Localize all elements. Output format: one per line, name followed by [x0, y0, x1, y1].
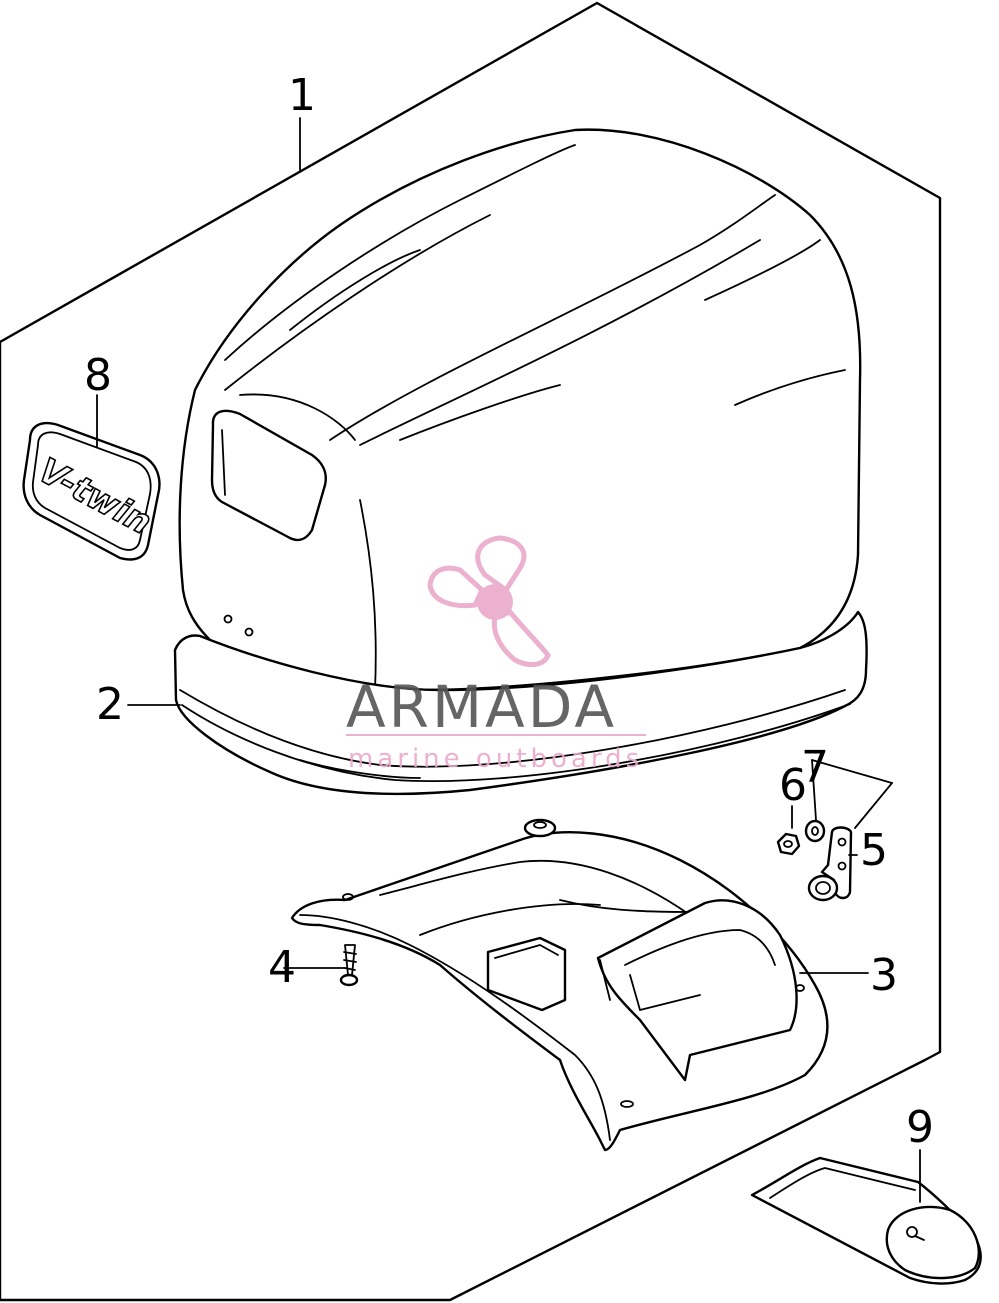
watermark-rule — [346, 734, 646, 736]
callout-3: 3 — [870, 950, 898, 1001]
part-9-decal — [750, 1156, 982, 1285]
watermark-title: ARMADA — [346, 673, 617, 741]
part-5-bracket — [807, 826, 853, 902]
watermark: ARMADA marine outboards — [346, 535, 646, 774]
callout-2: 2 — [96, 679, 124, 730]
part-2-seal — [173, 610, 868, 796]
callout-1: 1 — [288, 70, 316, 121]
part-1-top-cowling — [178, 128, 862, 692]
callout-5: 5 — [860, 825, 888, 876]
leader-lines — [96, 117, 921, 1203]
callout-4: 4 — [268, 942, 296, 993]
callout-numbers: 1 2 3 4 5 6 7 8 9 — [84, 70, 934, 1153]
part-3-lower-tray — [290, 818, 829, 1152]
callout-9: 9 — [906, 1102, 934, 1153]
part-7-washer — [804, 819, 826, 843]
watermark-subtitle: marine outboards — [348, 744, 643, 774]
propeller-logo-icon — [427, 535, 551, 668]
part-6-nut — [776, 832, 801, 856]
callout-8: 8 — [84, 350, 112, 401]
kit-frame — [0, 1, 942, 1302]
part-8-emblem: V-twin — [22, 421, 161, 561]
callout-7: 7 — [801, 742, 829, 793]
callout-6: 6 — [779, 760, 807, 811]
part-4-screw — [339, 944, 359, 987]
